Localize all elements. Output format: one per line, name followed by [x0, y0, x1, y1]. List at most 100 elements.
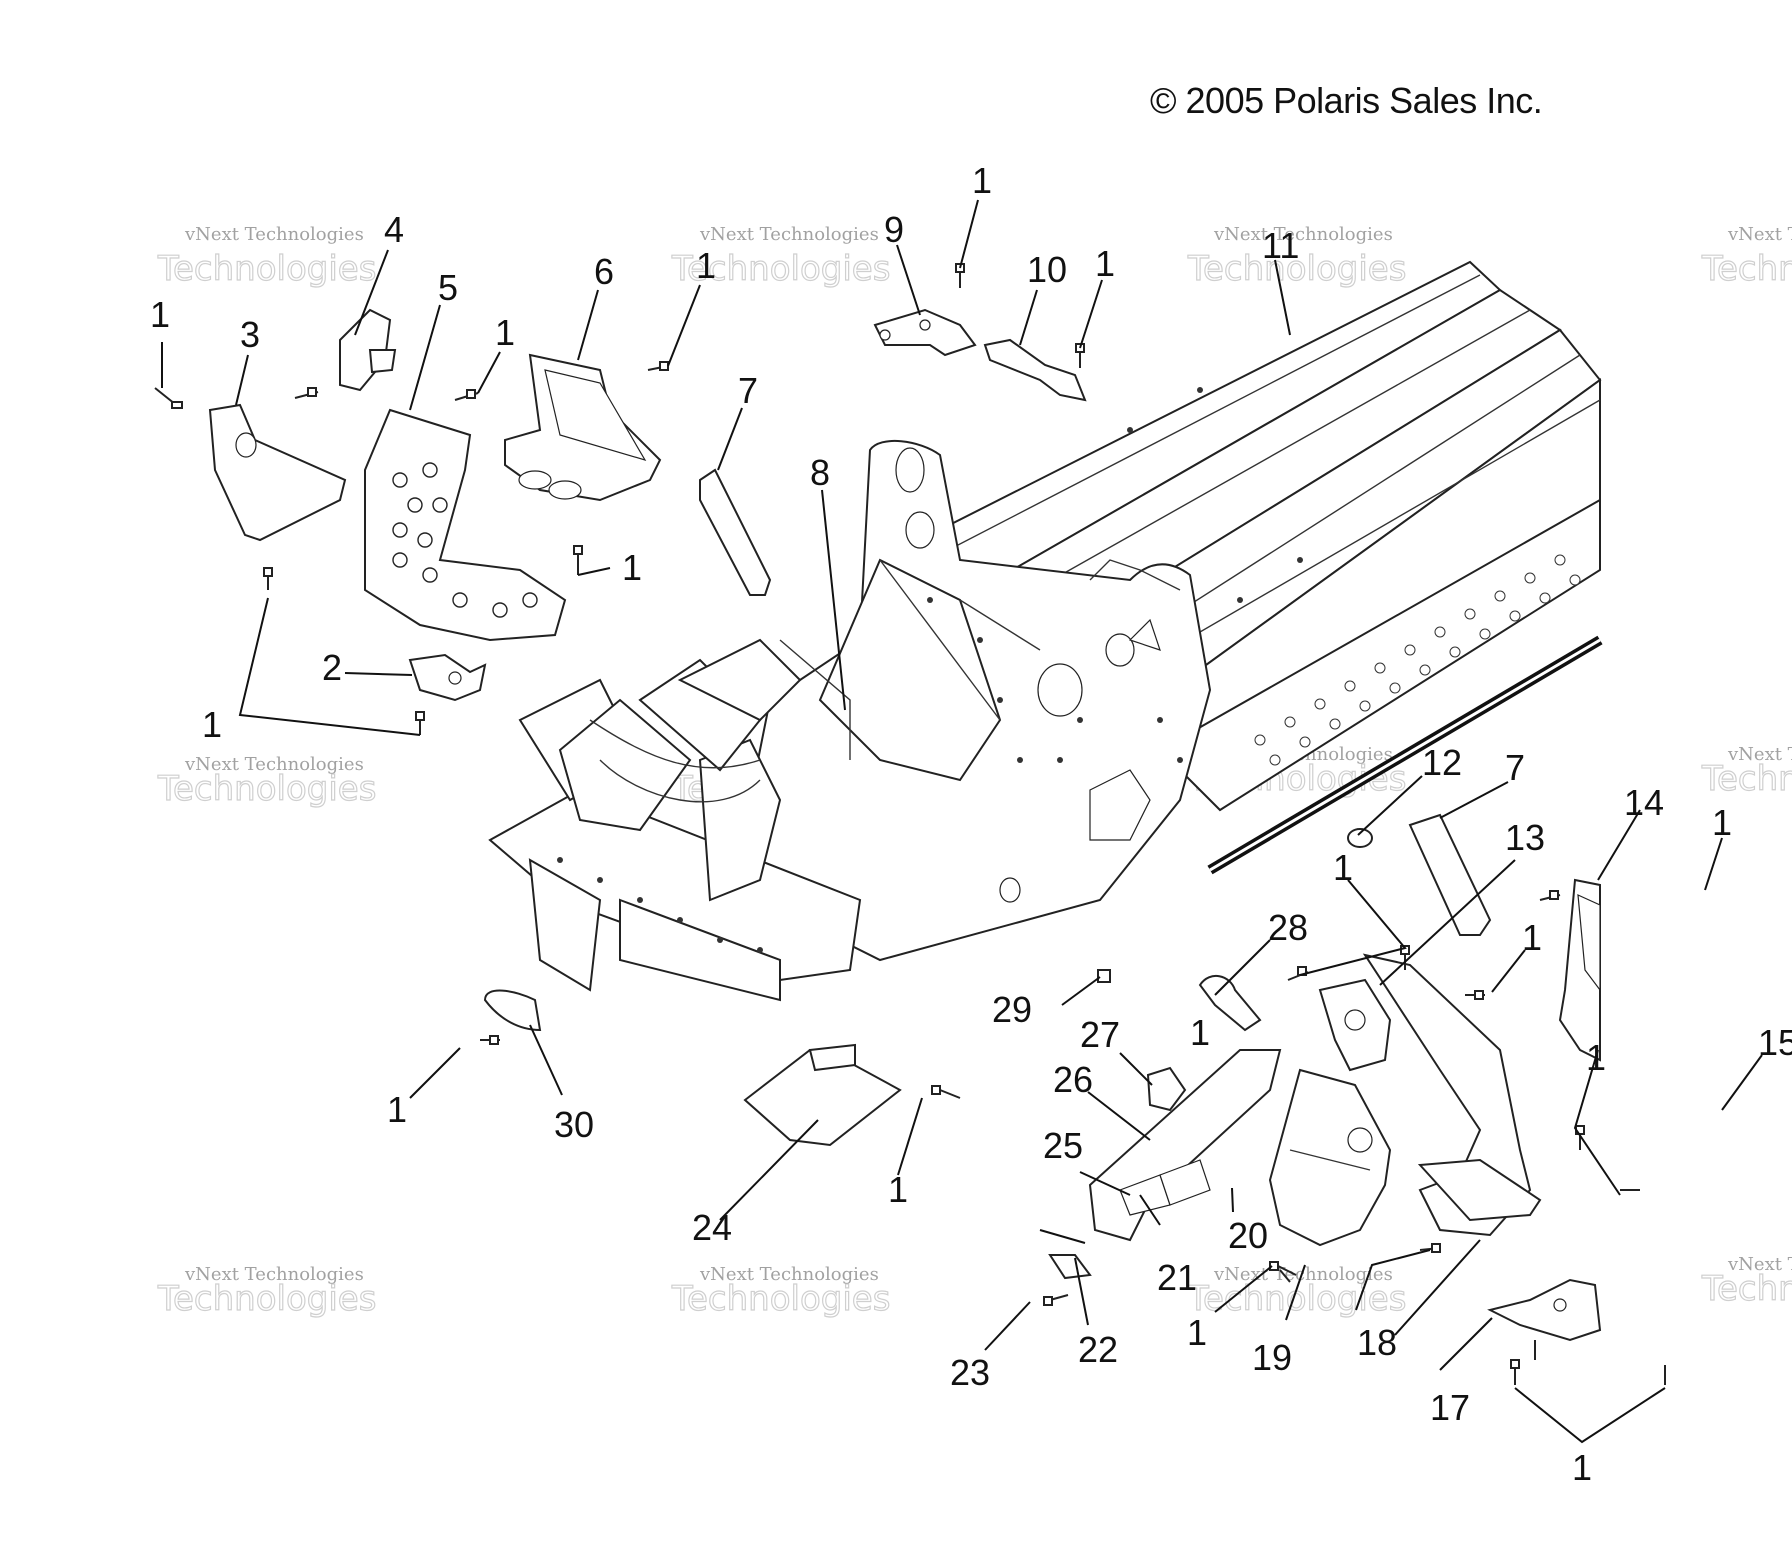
- part-14-cover: [1558, 878, 1601, 1062]
- callout-29: 29: [992, 989, 1032, 1030]
- watermark: vNext Technologies Technologies: [156, 1264, 377, 1320]
- callout-26: 26: [1053, 1059, 1093, 1100]
- callout-3: 3: [240, 314, 260, 355]
- svg-text:Technologies: Technologies: [1701, 249, 1792, 289]
- part-22-plate: [1048, 1254, 1092, 1280]
- part-17-bracket: [1487, 1278, 1602, 1342]
- callout-1: 1: [1712, 802, 1732, 843]
- part-7-strip: [699, 468, 772, 596]
- svg-text:vNext Technologies: vNext Technologies: [699, 1264, 879, 1285]
- svg-text:vNext Technologies: vNext Technologies: [184, 1264, 364, 1285]
- callout-1: 1: [495, 312, 515, 353]
- callout-13: 13: [1505, 817, 1545, 858]
- chassis-tunnel: [488, 260, 1603, 1002]
- svg-text:vNext Technologies: vNext Technologies: [699, 224, 879, 245]
- watermark: vNext Technologies Technologies: [156, 754, 377, 810]
- part-10-bracket: [983, 338, 1087, 402]
- svg-text:Technologies: Technologies: [157, 1279, 376, 1319]
- perforation-pattern: [1254, 554, 1581, 766]
- svg-text:vNext Technologies: vNext Technologies: [1727, 1254, 1792, 1275]
- watermark-group: vNext Technologies Technologies vNext Te…: [156, 224, 1792, 1320]
- part-27-clip: [1146, 1066, 1187, 1112]
- part-6-cover: [504, 353, 662, 502]
- part-13-bracket: [1318, 978, 1392, 1072]
- watermark: vNext Technologies Technologies: [1700, 224, 1792, 290]
- callout-1: 1: [1333, 847, 1353, 888]
- callout-1: 1: [696, 245, 716, 286]
- callout-1: 1: [1190, 1012, 1210, 1053]
- callout-2: 2: [322, 647, 342, 688]
- part-24-plate: [743, 1043, 902, 1147]
- callout-5: 5: [438, 267, 458, 308]
- callout-10: 10: [1027, 249, 1067, 290]
- callout-23: 23: [950, 1352, 990, 1393]
- part-3-bracket: [208, 403, 347, 542]
- svg-text:vNext Technologies: vNext Technologies: [184, 224, 364, 245]
- callout-1: 1: [387, 1089, 407, 1130]
- watermark: vNext Technologies Technologies: [1700, 1254, 1792, 1310]
- callout-21: 21: [1157, 1257, 1197, 1298]
- callout-20: 20: [1228, 1215, 1268, 1256]
- callout-11: 11: [1262, 225, 1299, 266]
- callout-1: 1: [150, 294, 170, 335]
- callout-18: 18: [1357, 1322, 1397, 1363]
- part-7b-strip: [1408, 813, 1492, 936]
- callout-7: 7: [738, 370, 758, 411]
- watermark: vNext Technologies Technologies: [670, 224, 891, 290]
- callout-30: 30: [554, 1104, 594, 1145]
- callout-12: 12: [1422, 742, 1462, 783]
- callout-7: 7: [1505, 747, 1525, 788]
- callout-27: 27: [1080, 1014, 1120, 1055]
- part-18-bracket: [1362, 953, 1542, 1237]
- part-19-shield: [1268, 1068, 1392, 1247]
- svg-text:Technologies: Technologies: [1187, 249, 1406, 289]
- callout-8: 8: [810, 452, 830, 493]
- callout-22: 22: [1078, 1329, 1118, 1370]
- svg-text:Technologies: Technologies: [1701, 1269, 1792, 1309]
- callout-24: 24: [692, 1207, 732, 1248]
- callout-1: 1: [1187, 1312, 1207, 1353]
- callout-1: 1: [972, 160, 992, 201]
- part-29-nut: [1097, 969, 1111, 983]
- svg-text:Technologies: Technologies: [671, 1279, 890, 1319]
- svg-text:vNext Technologies: vNext Technologies: [1727, 224, 1792, 245]
- callout-1: 1: [1095, 243, 1115, 284]
- callout-1: 1: [622, 547, 642, 588]
- part-5-plate: [364, 408, 567, 642]
- callout-1: 1: [888, 1169, 908, 1210]
- watermark: vNext Technologies Technologies: [1186, 224, 1407, 290]
- copyright-notice: © 2005 Polaris Sales Inc.: [1150, 80, 1543, 121]
- callout-6: 6: [594, 251, 614, 292]
- callout-14: 14: [1624, 782, 1664, 823]
- watermark: vNext Technologies Technologies: [1186, 1264, 1407, 1320]
- watermark: vNext Technologies Technologies: [1700, 744, 1792, 800]
- callout-15: 15: [1758, 1022, 1792, 1063]
- callout-9: 9: [884, 209, 904, 250]
- callout-19: 19: [1252, 1337, 1292, 1378]
- part-30-bumper: [483, 989, 542, 1032]
- leader-lines: [161, 199, 1763, 1444]
- part-26-skid: [1088, 1049, 1282, 1242]
- callout-1: 1: [1572, 1447, 1592, 1488]
- watermark: vNext Technologies Technologies: [670, 1264, 891, 1320]
- svg-text:vNext Technologies: vNext Technologies: [1727, 744, 1792, 765]
- callout-1: 1: [1586, 1037, 1606, 1078]
- callout-numbers: 1 3 4 5 1 6 1 7 8 1 9 10 1 11 1 2 1 12 7…: [150, 160, 1792, 1488]
- svg-text:Technologies: Technologies: [671, 249, 890, 289]
- svg-text:vNext Technologies: vNext Technologies: [184, 754, 364, 775]
- callout-28: 28: [1268, 907, 1308, 948]
- svg-text:Technologies: Technologies: [157, 769, 376, 809]
- watermark: vNext Technologies Technologies: [156, 224, 377, 290]
- callout-25: 25: [1043, 1125, 1083, 1166]
- part-12-plug: [1347, 828, 1373, 848]
- part-2-bracket: [408, 653, 487, 702]
- svg-text:Technologies: Technologies: [157, 249, 376, 289]
- svg-text:vNext Technologies: vNext Technologies: [1213, 224, 1393, 245]
- callout-1: 1: [202, 704, 222, 745]
- svg-text:Technologies: Technologies: [1187, 1279, 1406, 1319]
- callout-17: 17: [1430, 1387, 1470, 1428]
- callout-4: 4: [384, 209, 404, 250]
- svg-text:vNext Technologies: vNext Technologies: [1213, 1264, 1393, 1285]
